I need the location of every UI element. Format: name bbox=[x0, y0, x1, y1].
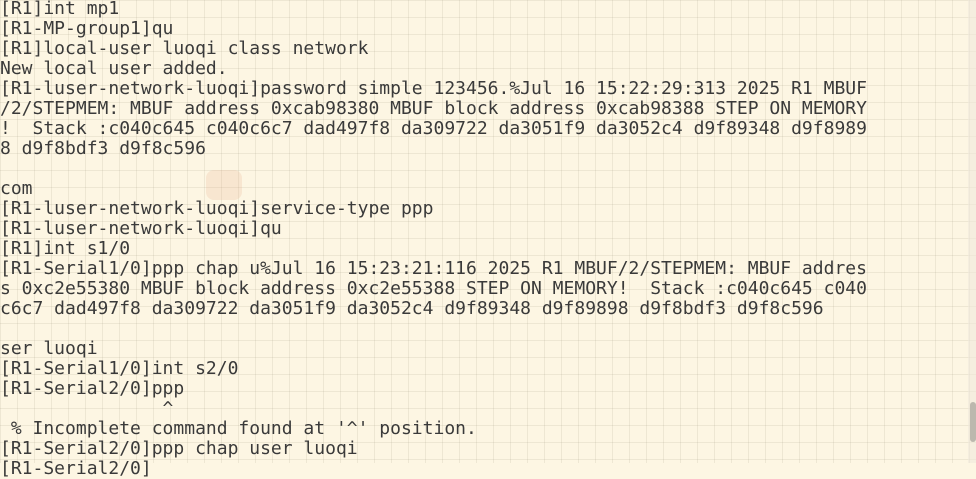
terminal-line: s 0xc2e55380 MBUF block address 0xc2e553… bbox=[0, 278, 867, 299]
scrollbar-thumb[interactable] bbox=[970, 402, 976, 442]
terminal-line bbox=[0, 319, 968, 339]
terminal-line: ser luoqi bbox=[0, 338, 98, 359]
terminal-line: % Incomplete command found at '^' positi… bbox=[0, 418, 477, 439]
terminal-line: ! Stack :c040c645 c040c6c7 dad497f8 da30… bbox=[0, 118, 867, 139]
terminal-line: [R1]int mp1 bbox=[0, 0, 120, 19]
terminal-line: c6c7 dad497f8 da309722 da3051f9 da3052c4… bbox=[0, 298, 824, 319]
terminal-line: [R1]int s1/0 bbox=[0, 238, 131, 259]
terminal-line: [R1-MP-group1]qu bbox=[0, 18, 174, 39]
background-icon bbox=[206, 170, 242, 200]
terminal-line: [R1-Serial1/0]int s2/0 bbox=[0, 358, 239, 379]
terminal-line: com bbox=[0, 178, 33, 199]
terminal-line: ^ bbox=[0, 398, 174, 419]
vertical-scrollbar[interactable] bbox=[968, 0, 976, 463]
terminal-line: [R1-Serial1/0]ppp chap u%Jul 16 15:23:21… bbox=[0, 258, 867, 279]
terminal-line: [R1-luser-network-luoqi]password simple … bbox=[0, 78, 867, 99]
terminal-line: [R1-luser-network-luoqi]service-type ppp bbox=[0, 198, 434, 219]
terminal-line: [R1-luser-network-luoqi]qu bbox=[0, 218, 282, 239]
terminal-line bbox=[0, 159, 968, 179]
terminal-line: New local user added. bbox=[0, 58, 228, 79]
terminal-line: [R1-Serial2/0]ppp chap user luoqi bbox=[0, 438, 358, 459]
terminal-line: [R1]local-user luoqi class network bbox=[0, 38, 369, 59]
terminal-line: [R1-Serial2/0]ppp bbox=[0, 378, 185, 399]
terminal-line: /2/STEPMEM: MBUF address 0xcab98380 MBUF… bbox=[0, 98, 867, 119]
terminal-line: 8 d9f8bdf3 d9f8c596 bbox=[0, 138, 206, 159]
terminal-line: [R1-Serial2/0] bbox=[0, 458, 152, 479]
